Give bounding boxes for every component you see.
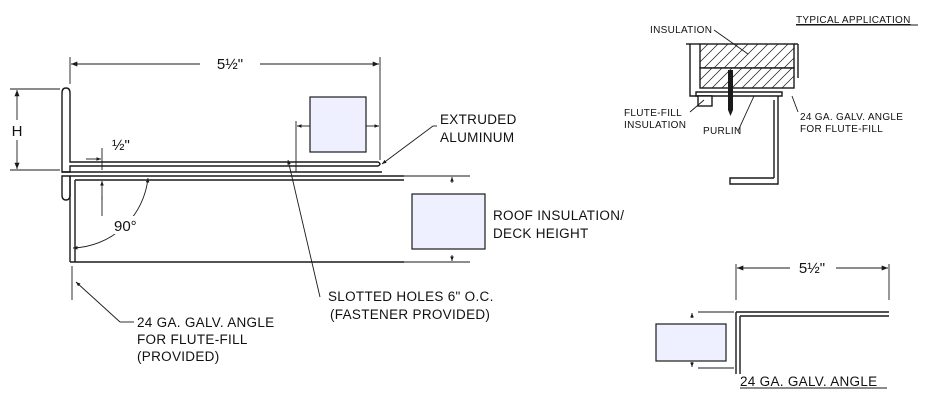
angle-leader bbox=[75, 281, 121, 323]
extruded-label-2: ALUMINUM bbox=[440, 130, 514, 145]
ad-dim-bg bbox=[790, 258, 836, 276]
purlin-label: PURLIN bbox=[703, 126, 741, 137]
roof-insulation-label-2: DECK HEIGHT bbox=[493, 226, 589, 241]
slotted-label-2: (FASTENER PROVIDED) bbox=[330, 307, 490, 322]
width-dim-bg bbox=[200, 54, 260, 72]
insulation-layer-bottom bbox=[699, 67, 795, 89]
flute-fill-label-2: INSULATION bbox=[624, 120, 686, 131]
typical-application: TYPICAL APPLICATION bbox=[624, 15, 918, 185]
angle-90-label: 90° bbox=[114, 218, 137, 235]
width-dimension-label: 5½" bbox=[217, 56, 243, 73]
angle-label-bg bbox=[112, 216, 146, 234]
deck-line bbox=[695, 91, 783, 97]
ta-angle-label-1: 24 GA. GALV. ANGLE bbox=[800, 112, 903, 123]
extrusion-lower-leg bbox=[61, 175, 71, 201]
flute-fill-block bbox=[697, 95, 713, 107]
angle-detail: 5½" 24 GA. GALV. ANGLE bbox=[655, 258, 890, 389]
fastener-tip bbox=[728, 110, 733, 116]
insulation-hatch-bottom bbox=[699, 67, 795, 89]
deck-height-box bbox=[411, 193, 486, 250]
slotted-leader bbox=[287, 159, 321, 298]
typical-application-title: TYPICAL APPLICATION bbox=[796, 15, 911, 26]
insulation-label: INSULATION bbox=[650, 25, 712, 36]
ad-thickness-box bbox=[655, 323, 727, 362]
fastener-icon bbox=[728, 70, 733, 110]
angle-90-arc bbox=[72, 177, 150, 250]
h-dim-bg bbox=[6, 120, 28, 140]
main-detail: 5½" H ½" 90° bbox=[6, 54, 624, 364]
extruded-label-1: EXTRUDED bbox=[440, 112, 517, 127]
insulation-hatch-top bbox=[699, 43, 795, 69]
slotted-label-1: SLOTTED HOLES 6" O.C. bbox=[328, 289, 494, 304]
angle-callout-1: 24 GA. GALV. ANGLE bbox=[137, 315, 274, 330]
flute-fill-leader bbox=[689, 99, 705, 113]
ta-angle-label-2: FOR FLUTE-FILL bbox=[800, 124, 883, 135]
ad-width-label: 5½" bbox=[799, 260, 825, 277]
ad-angle-profile bbox=[735, 311, 889, 374]
flange-dimension-label: ½" bbox=[112, 137, 130, 154]
extrusion-top-profile bbox=[61, 87, 381, 173]
purlin-leader bbox=[737, 95, 755, 132]
thickness-box-top bbox=[309, 96, 367, 153]
ta-angle-leader bbox=[791, 95, 799, 113]
flute-fill-label-1: FLUTE-FILL bbox=[624, 108, 682, 119]
ad-title: 24 GA. GALV. ANGLE bbox=[740, 374, 877, 389]
h-dimension-label: H bbox=[12, 123, 23, 140]
insulation-leader bbox=[713, 29, 749, 55]
angle-callout-2: FOR FLUTE-FILL bbox=[137, 332, 248, 347]
angle-callout-3: (PROVIDED) bbox=[137, 349, 220, 364]
roof-insulation-label-1: ROOF INSULATION/ bbox=[493, 208, 624, 223]
extruded-leader bbox=[381, 125, 434, 165]
purlin-profile bbox=[729, 96, 779, 185]
